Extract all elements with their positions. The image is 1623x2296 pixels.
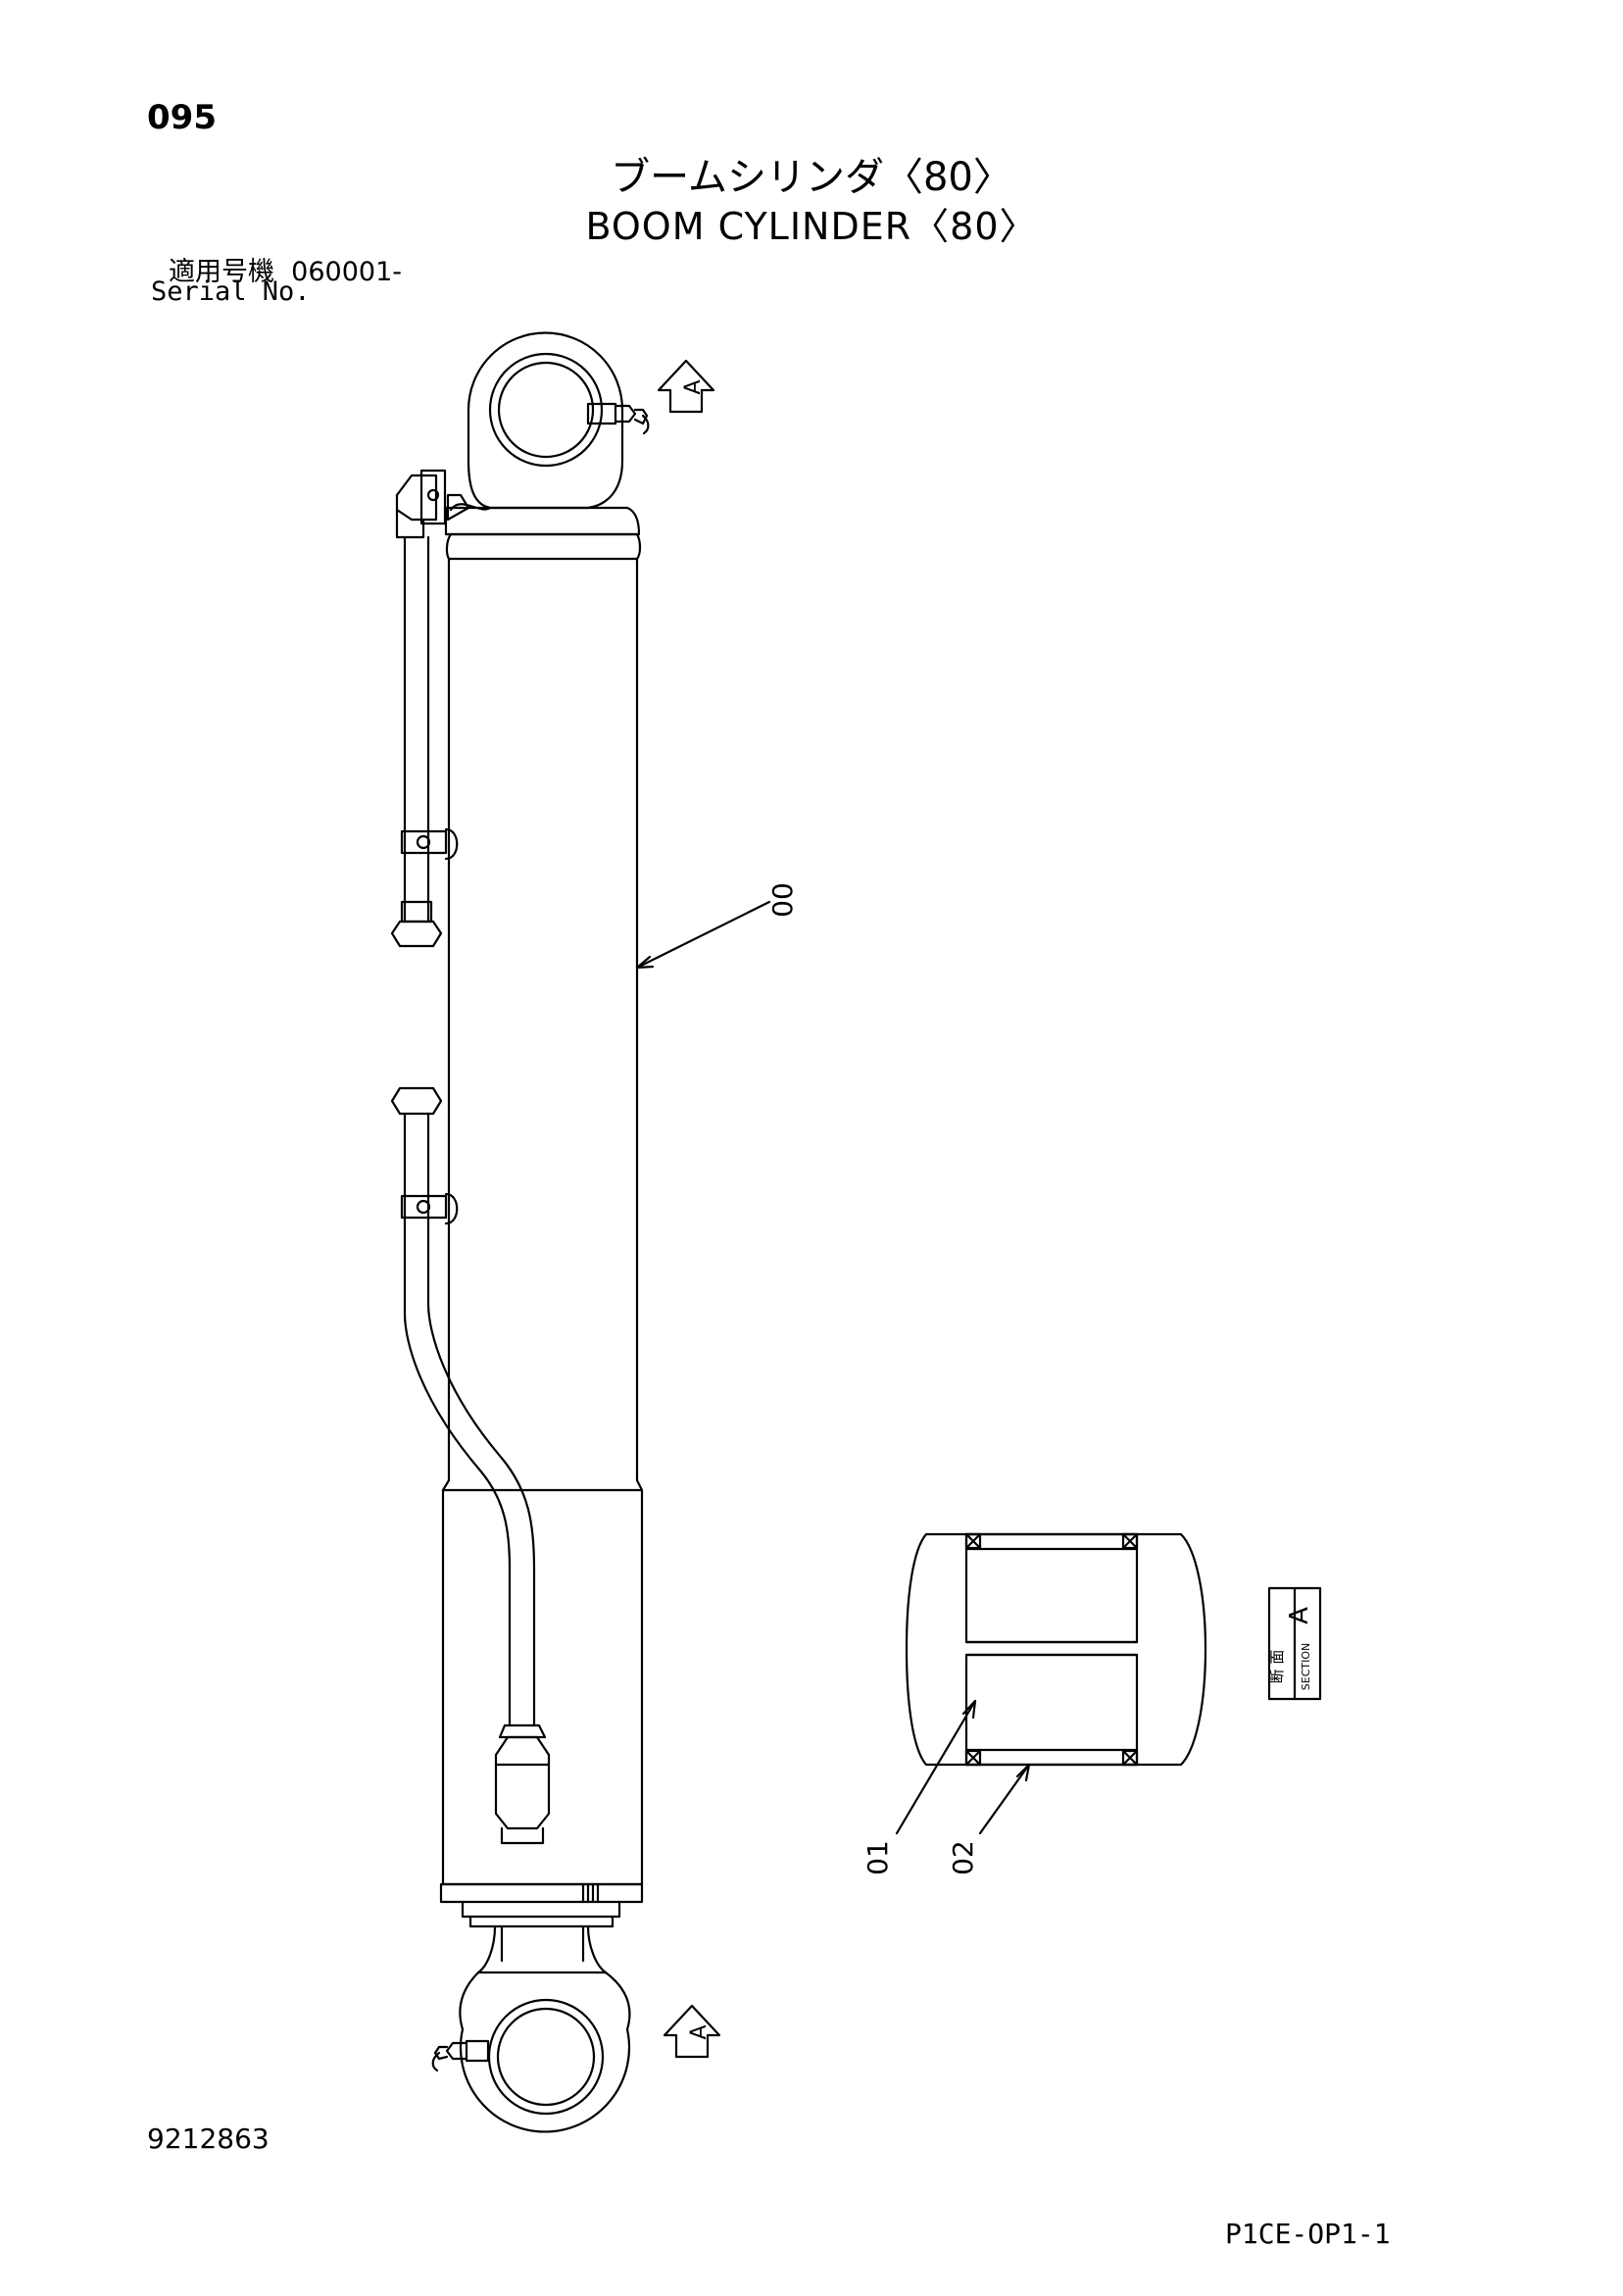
head-end-eye <box>446 331 624 522</box>
section-label-english: SECTION <box>1300 1643 1312 1690</box>
section-letter: A <box>1285 1607 1314 1624</box>
rod-gland <box>439 1882 644 1928</box>
cylinder-tube <box>441 532 644 1886</box>
serial-label-english: Serial No. <box>151 276 311 307</box>
hydraulic-pipe <box>390 469 551 1845</box>
serial-label-japanese: 適用号機 <box>169 257 274 287</box>
page-number: 095 <box>147 98 217 137</box>
piston-rod <box>476 1924 608 1974</box>
section-marker-letter: A <box>687 2024 712 2039</box>
section-marker-top: A <box>657 359 715 414</box>
cylinder-head-cap <box>444 506 641 536</box>
serial-value: 060001- <box>291 257 402 287</box>
title-japanese: ブームシリンダ〈80〉 <box>611 155 1012 200</box>
page-code: P1CE-OP1-1 <box>1225 2218 1391 2250</box>
serial-applicability: 適用号機 060001- <box>169 250 402 288</box>
callout-label: 00 <box>766 882 799 918</box>
section-label-japanese: 断 面 <box>1268 1650 1286 1684</box>
callout-02: 02 <box>947 1763 1031 1875</box>
drawing-number: 9212863 <box>147 2122 270 2155</box>
callout-00: 00 <box>635 882 799 970</box>
section-label-box: A 断 面 SECTION <box>1267 1586 1322 1701</box>
callout-01: 01 <box>861 1699 977 1875</box>
section-a-view <box>905 1532 1207 1767</box>
callout-label: 01 <box>861 1840 894 1875</box>
grease-nipple-top <box>586 402 650 435</box>
title-english: BOOM CYLINDER〈80〉 <box>585 205 1038 248</box>
rod-end-eye <box>459 1971 631 2133</box>
section-marker-letter: A <box>681 379 706 394</box>
callout-label: 02 <box>947 1840 979 1875</box>
grease-nipple-bottom <box>431 2039 490 2072</box>
section-marker-bottom: A <box>663 2004 721 2059</box>
